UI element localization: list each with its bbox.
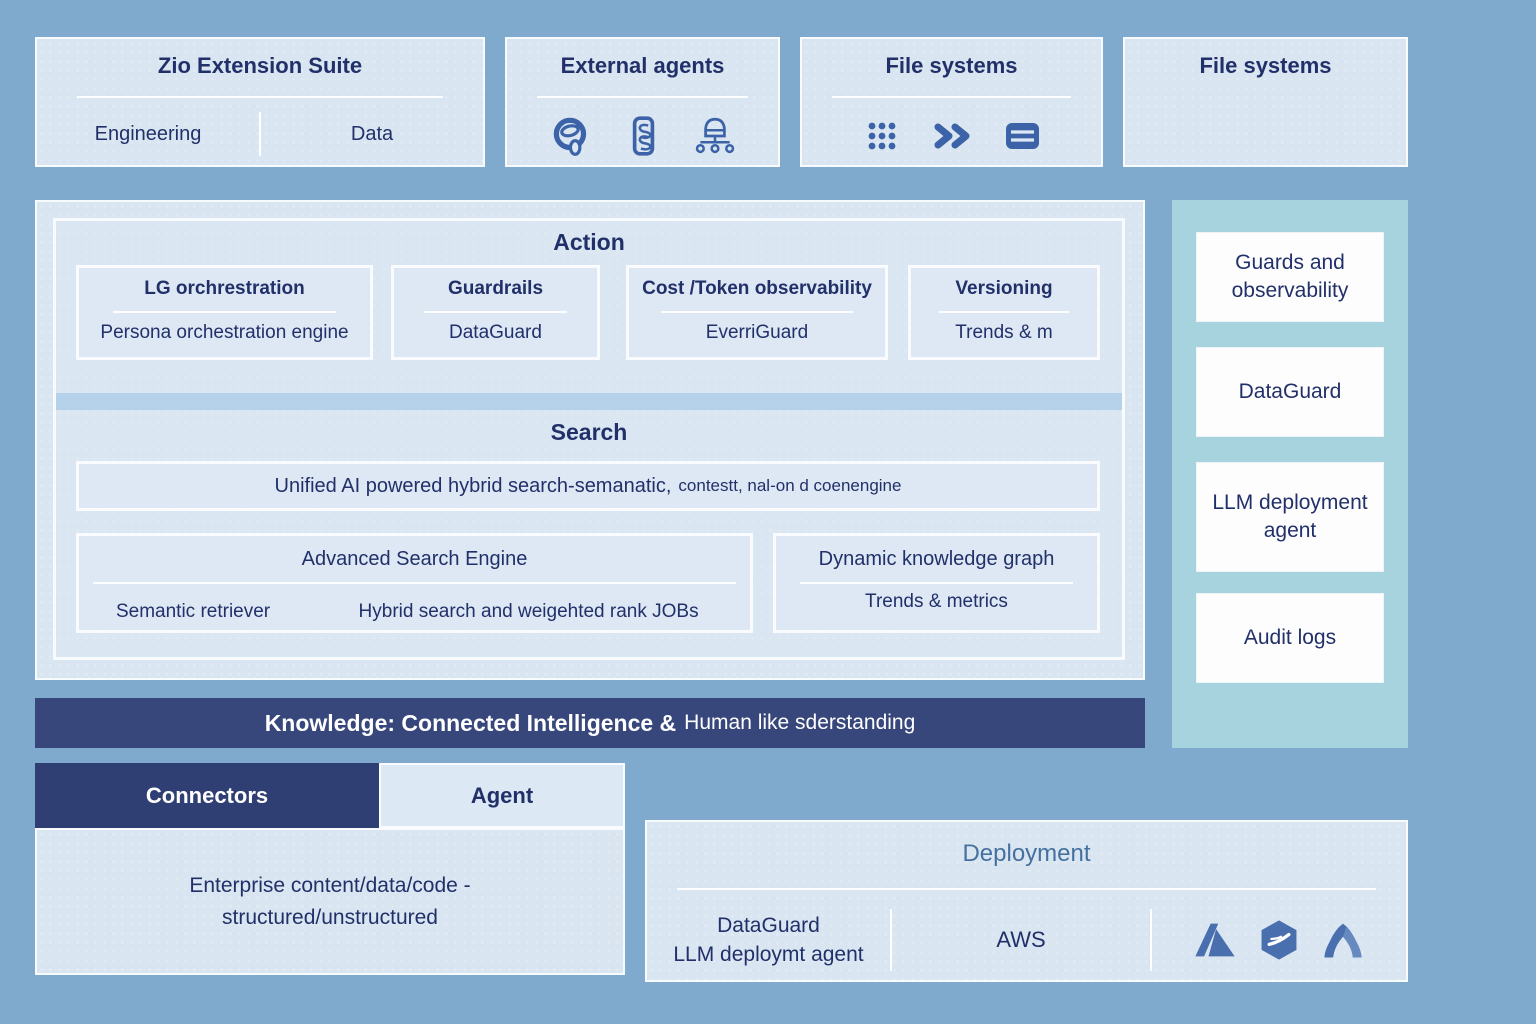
main-inner-panel: Action LG orchrestration Persona orchest… (53, 218, 1125, 660)
search-section-title: Search (550, 419, 628, 445)
action-box-cost-observability: Cost /Token observability EverriGuard (626, 265, 888, 360)
knowledge-banner-main-text: Knowledge: Connected Intelligence & (264, 709, 677, 736)
divider-line (113, 311, 336, 313)
card-audit-logs: Audit logs (1196, 593, 1384, 683)
vertical-divider (259, 112, 261, 156)
action-box-subtitle: DataGuard (449, 322, 542, 343)
deployment-logos (1152, 916, 1406, 964)
card-llm-deployment-agent: LLM deployment agent (1196, 462, 1384, 572)
mobile-agent-icon (620, 113, 666, 159)
action-section-title: Action (553, 229, 625, 255)
unified-search-detail-text: contestt, nal-on d coenengine (678, 476, 902, 495)
divider-line (93, 582, 736, 584)
action-box-title: Versioning (955, 278, 1053, 299)
zio-extension-suite-box: Zio Extension Suite Engineering Data (35, 37, 485, 167)
connectors-body-line2: structured/unstructured (222, 905, 438, 929)
divider-line (661, 311, 853, 313)
action-box-subtitle: Persona orchestration engine (100, 322, 349, 343)
rounded-a-logo-icon (1319, 916, 1367, 964)
divider-line (424, 311, 567, 313)
card-dataguard: DataGuard (1196, 347, 1384, 437)
action-box-title: LG orchrestration (144, 278, 305, 299)
knowledge-graph-box: Dynamic knowledge graph Trends & metrics (773, 533, 1100, 633)
action-box-subtitle: EverriGuard (705, 322, 809, 343)
knowledge-banner: Knowledge: Connected Intelligence & Huma… (35, 698, 1145, 748)
azure-a-logo-icon (1191, 916, 1239, 964)
divider-line (677, 888, 1376, 890)
deployment-panel: Deployment DataGuard LLM deploymt agent … (645, 820, 1408, 982)
unified-search-main-text: Unified AI powered hybrid search-semanat… (274, 474, 672, 497)
divider-line (800, 582, 1073, 584)
vertical-divider (1150, 909, 1152, 971)
hexagon-swoosh-icon (1255, 916, 1303, 964)
guards-observability-panel: Guards and observability DataGuard LLM d… (1172, 200, 1408, 748)
action-box-subtitle: Trends & m (955, 322, 1053, 343)
zio-item-engineering: Engineering (94, 122, 202, 145)
section-separator-band (56, 393, 1122, 410)
advanced-search-title: Advanced Search Engine (301, 548, 528, 570)
tab-agent[interactable]: Agent (379, 763, 625, 828)
robot-network-icon (692, 113, 738, 159)
vertical-divider (890, 909, 892, 971)
deployment-col-aws: AWS (996, 927, 1046, 952)
deployment-dataguard-label: DataGuard (717, 913, 820, 937)
action-box-title: Cost /Token observability (642, 278, 872, 299)
divider-line (832, 96, 1071, 98)
deployment-llm-agent-label: LLM deploymt agent (673, 943, 864, 966)
deployment-col-dataguard: DataGuard LLM deploymt agent (647, 911, 890, 970)
external-agents-box: External agents (505, 37, 780, 167)
file-systems-title: File systems (885, 53, 1018, 78)
connectors-body: Enterprise content/data/code - structure… (35, 828, 625, 975)
action-box-guardrails: Guardrails DataGuard (391, 265, 600, 360)
connectors-panel: Connectors Agent Enterprise content/data… (35, 763, 625, 975)
knowledge-graph-title: Dynamic knowledge graph (818, 548, 1055, 570)
card-guards-and-observability: Guards and observability (1196, 232, 1384, 322)
server-card-icon (1000, 114, 1044, 158)
knowledge-banner-detail-text: Human like sderstanding (684, 711, 916, 734)
advanced-search-item-hybrid: Hybrid search and weigehted rank JOBs (358, 601, 699, 622)
external-agents-title: External agents (560, 53, 725, 78)
zio-title: Zio Extension Suite (157, 53, 363, 78)
advanced-search-item-semantic: Semantic retriever (115, 601, 271, 622)
advanced-search-engine-box: Advanced Search Engine Semantic retrieve… (76, 533, 753, 633)
file-systems-plain-box: File systems (1123, 37, 1408, 167)
agent-avatar-icon (548, 113, 594, 159)
action-box-versioning: Versioning Trends & m (908, 265, 1100, 360)
divider-line (77, 96, 443, 98)
main-panel: Action LG orchrestration Persona orchest… (35, 200, 1145, 680)
knowledge-graph-subtitle: Trends & metrics (865, 591, 1008, 612)
grid-dots-icon (860, 114, 904, 158)
action-box-lg-orchestration: LG orchrestration Persona orchestration … (76, 265, 373, 360)
zio-item-data: Data (350, 122, 394, 145)
tab-connectors[interactable]: Connectors (35, 763, 379, 828)
deployment-title: Deployment (962, 840, 1091, 867)
double-chevron-icon (930, 114, 974, 158)
connectors-body-line1: Enterprise content/data/code - (189, 874, 471, 897)
action-box-title: Guardrails (447, 278, 544, 299)
file-systems-box: File systems (800, 37, 1103, 167)
file-systems-plain-title: File systems (1199, 53, 1332, 78)
divider-line (939, 311, 1069, 313)
divider-line (537, 96, 748, 98)
unified-search-bar: Unified AI powered hybrid search-semanat… (76, 461, 1100, 511)
